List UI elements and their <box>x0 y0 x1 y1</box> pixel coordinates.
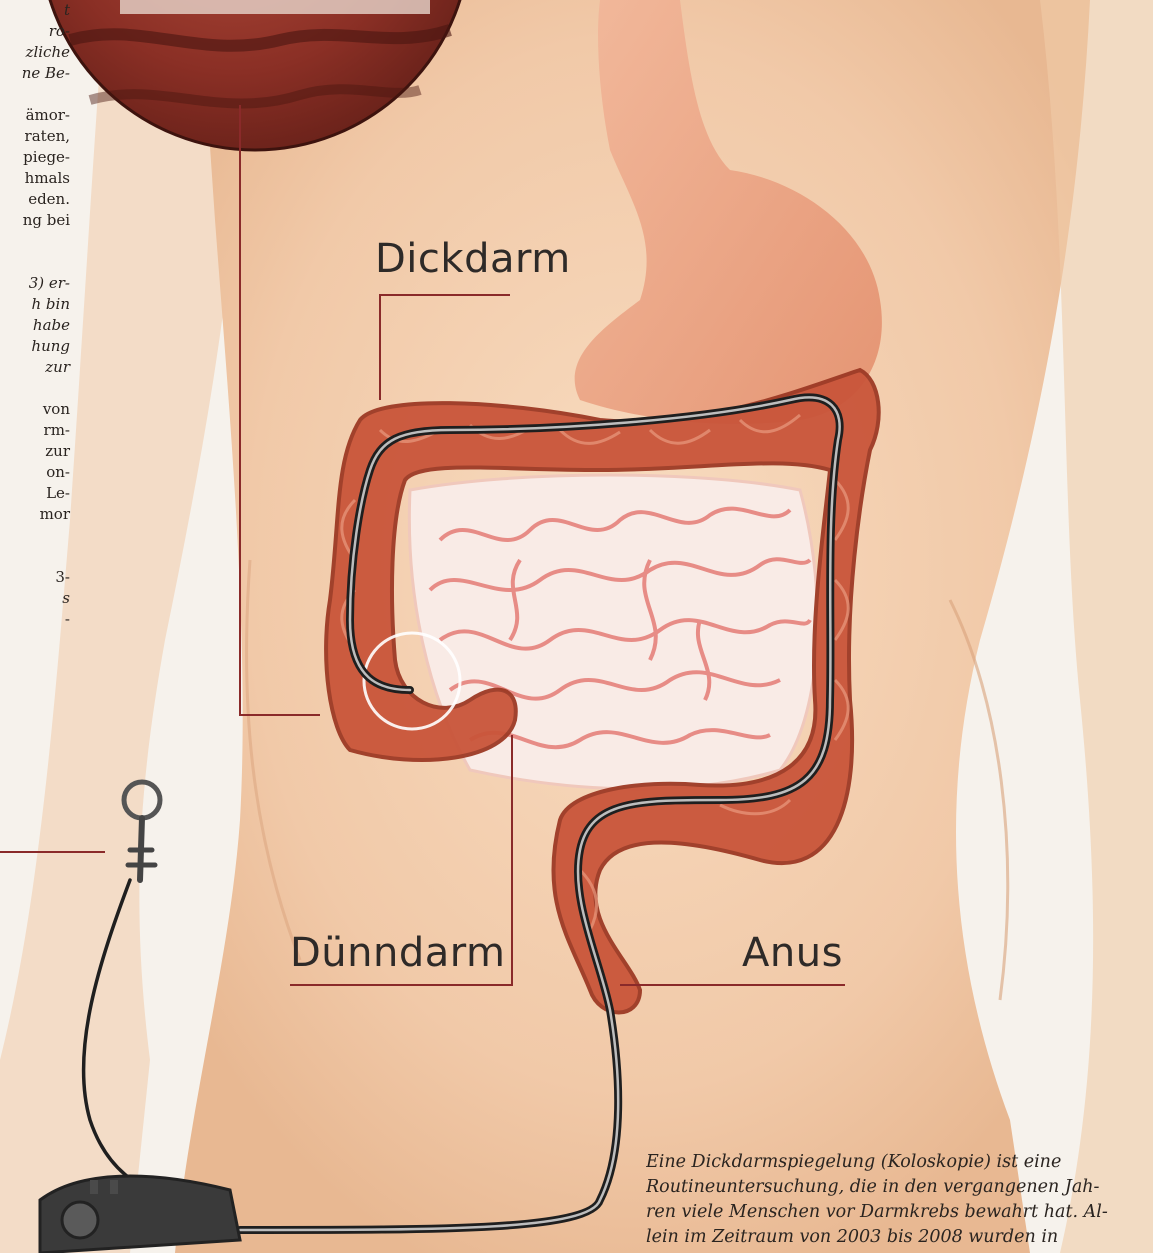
left-column-line <box>0 525 70 546</box>
left-column-line: raten, <box>0 126 70 147</box>
caption-line: ren viele Menschen vor Darmkrebs bewahrt… <box>646 1200 1153 1225</box>
left-column-line <box>0 231 70 252</box>
left-column-line: von <box>0 399 70 420</box>
label-anus: Anus <box>742 930 843 976</box>
left-column-line <box>0 378 70 399</box>
left-column-line: t <box>0 0 70 21</box>
left-column-line: piege- <box>0 147 70 168</box>
left-column-line: mor <box>0 504 70 525</box>
label-dickdarm: Dickdarm <box>375 236 571 282</box>
left-column-line: hmals <box>0 168 70 189</box>
left-column-line: ro- <box>0 21 70 42</box>
left-column-line <box>0 84 70 105</box>
caption-line: lein im Zeitraum von 2003 bis 2008 wurde… <box>646 1225 1153 1250</box>
left-column-line: s <box>0 588 70 609</box>
left-column-line: ämor- <box>0 105 70 126</box>
label-duenndarm: Dünndarm <box>290 930 505 976</box>
left-column-line: 3- <box>0 567 70 588</box>
caption: Eine Dickdarmspiegelung (Koloskopie) ist… <box>646 1150 1153 1250</box>
left-column-line: ng bei <box>0 210 70 231</box>
caption-line: Routineuntersuchung, die in den vergange… <box>646 1175 1153 1200</box>
left-column-line: zur <box>0 441 70 462</box>
left-column-line: eden. <box>0 189 70 210</box>
left-column-line <box>0 546 70 567</box>
left-column-line: hung <box>0 336 70 357</box>
left-column-line: ne Be- <box>0 63 70 84</box>
left-column-line: on- <box>0 462 70 483</box>
left-column-line: rm- <box>0 420 70 441</box>
left-column-line <box>0 252 70 273</box>
left-column-line: zur <box>0 357 70 378</box>
left-column-line: Le- <box>0 483 70 504</box>
left-column-line: zliche <box>0 42 70 63</box>
caption-line: Eine Dickdarmspiegelung (Koloskopie) ist… <box>646 1150 1153 1175</box>
left-column-line: - <box>0 609 70 630</box>
left-column-line: h bin <box>0 294 70 315</box>
left-column-line: 3) er- <box>0 273 70 294</box>
left-column-line: habe <box>0 315 70 336</box>
